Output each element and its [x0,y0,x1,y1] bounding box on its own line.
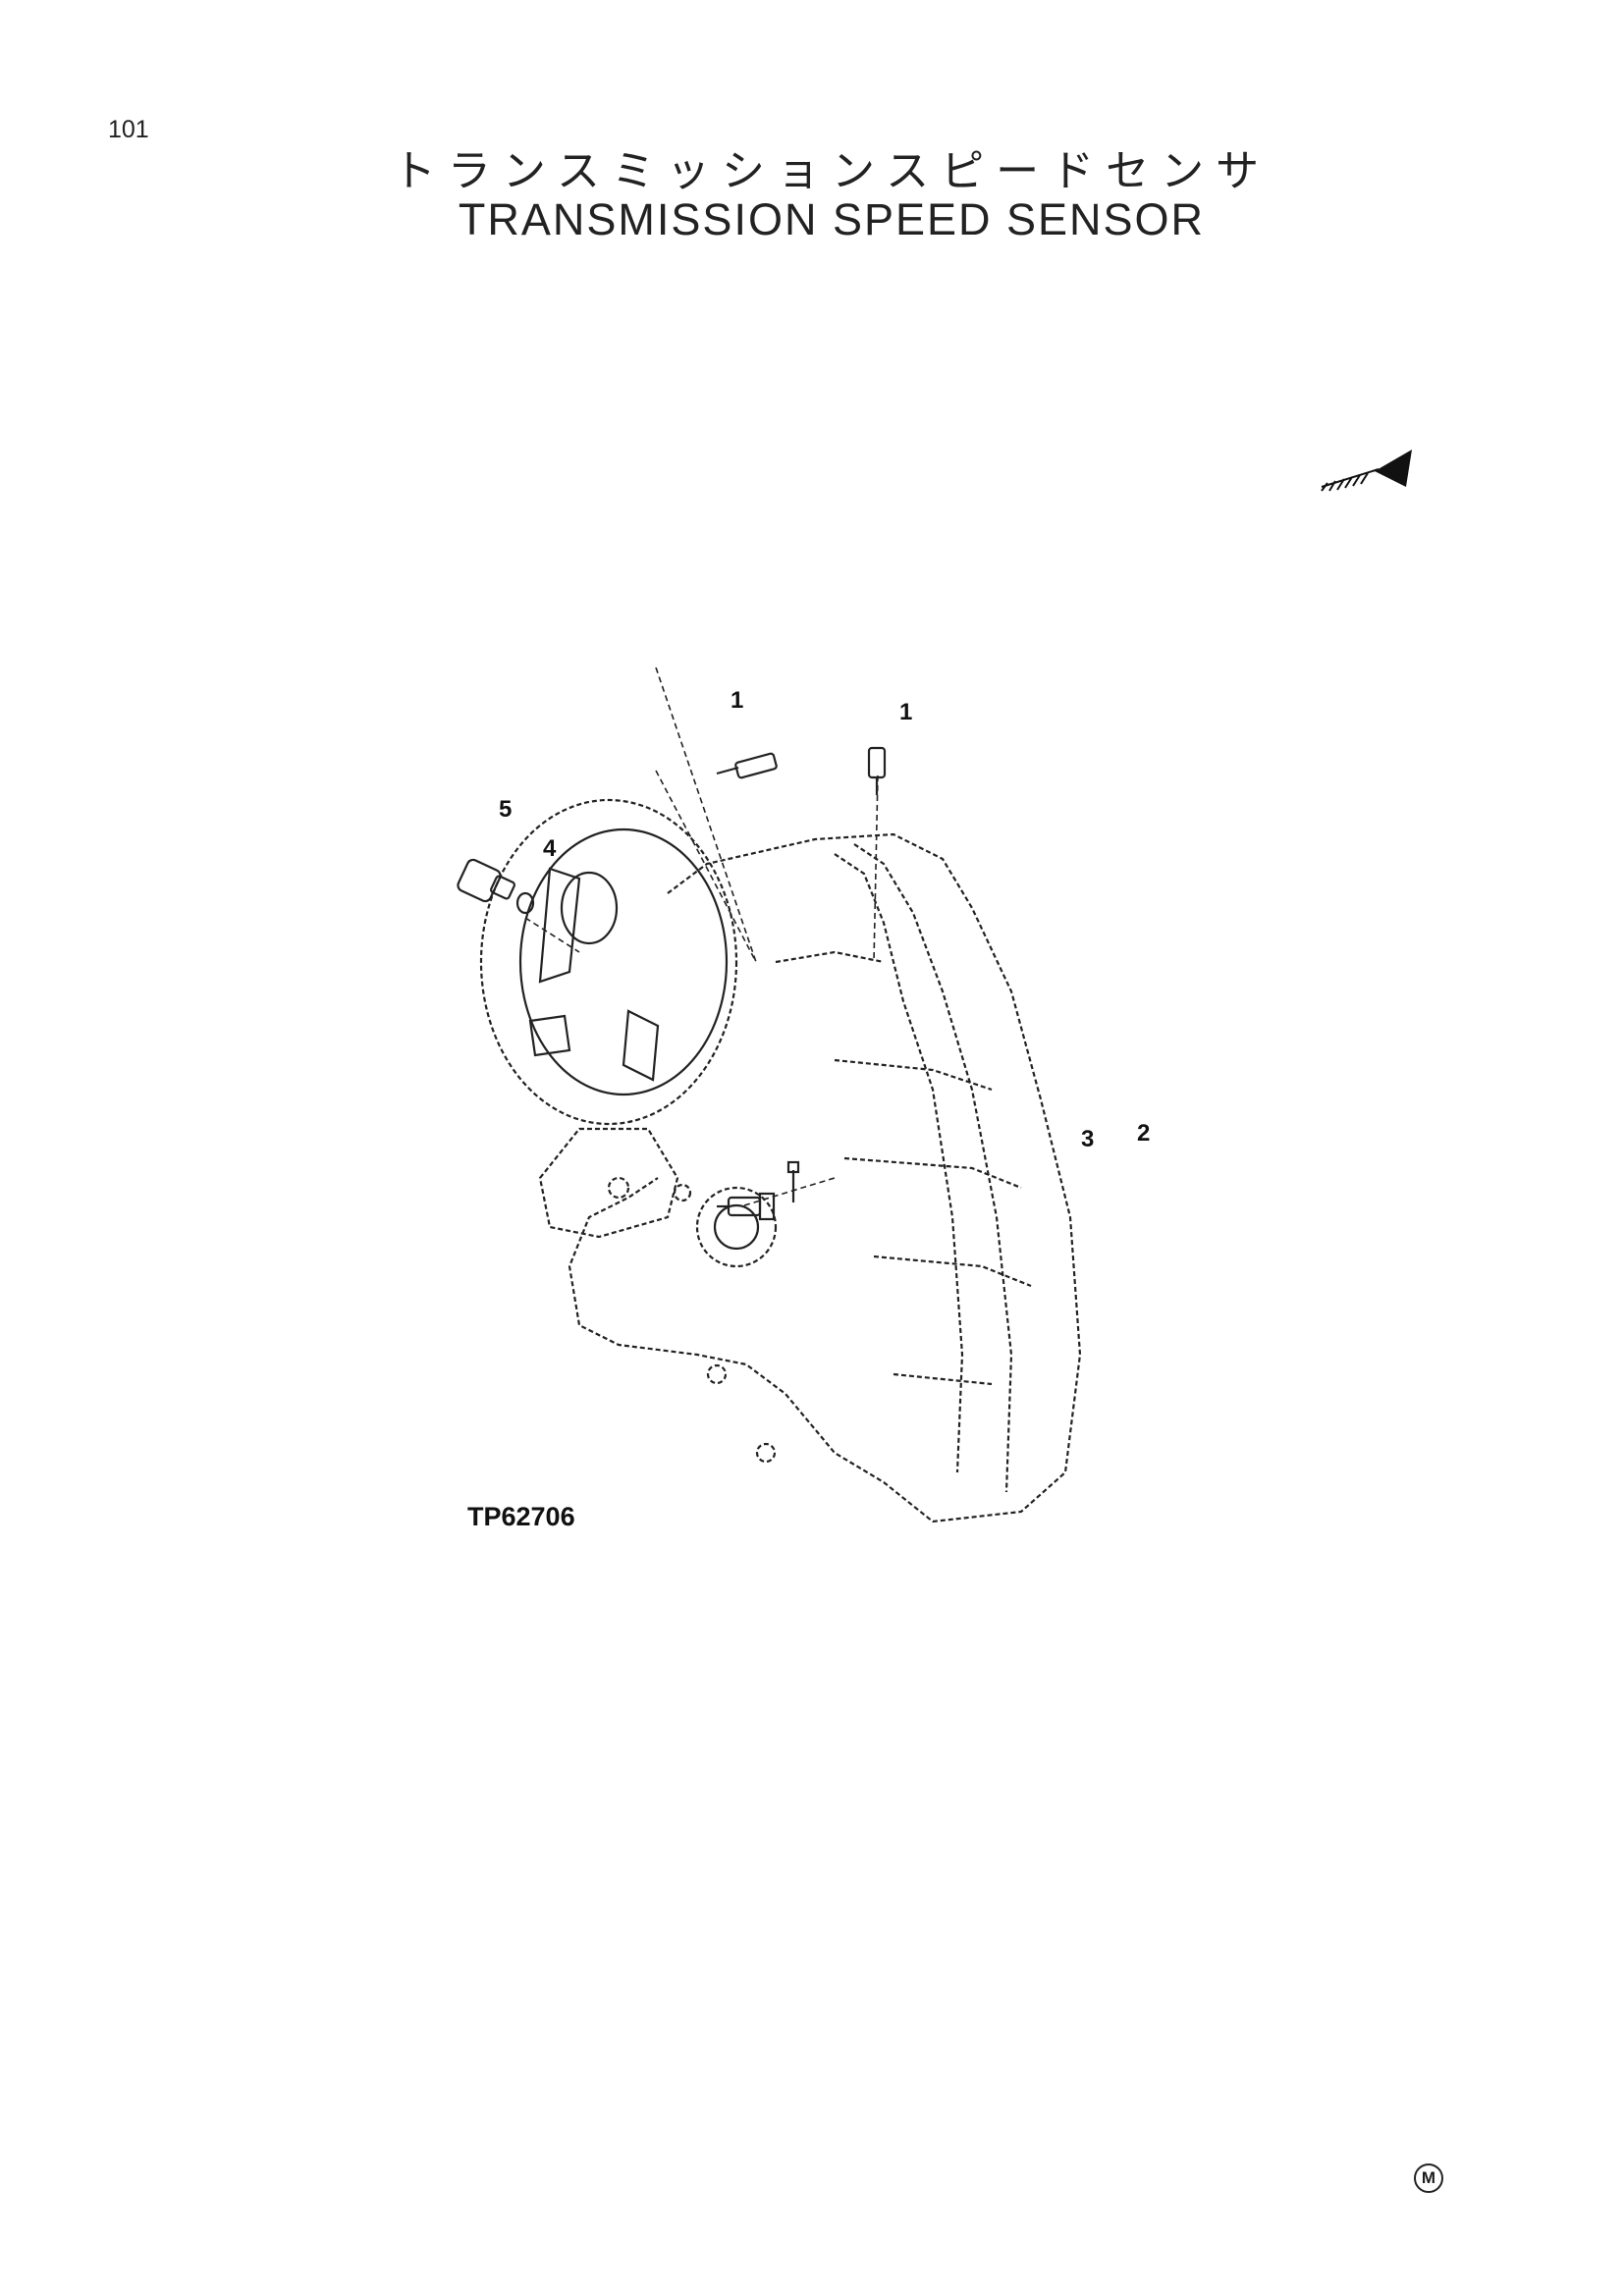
callout-3: 3 [1081,1126,1095,1152]
o-ring-part-4 [515,891,535,915]
callout-1-right: 1 [899,699,913,725]
leader-lines [524,667,879,1206]
bell-housing [479,798,738,1126]
figure-code: TP62706 [467,1502,575,1531]
speed-sensor-1-right [867,746,887,795]
callout-4: 4 [543,835,557,862]
registered-mark-icon: M [1414,2163,1443,2193]
page-title-japanese: トランスミッションスピードセンサ [392,146,1272,196]
speed-sensor-part-3 [717,1192,776,1221]
page-number: 101 [108,116,149,143]
output-gear [695,1186,778,1268]
callout-5: 5 [499,796,513,823]
forward-arrow-icon [1321,450,1412,492]
speed-sensor-1-left [716,752,778,779]
bolt-part-2 [786,1160,800,1202]
callout-1-left: 1 [731,687,744,714]
transmission-diagram [457,667,1082,1523]
callout-2: 2 [1137,1120,1151,1147]
plug-part-5 [457,858,515,903]
lower-flange [538,1127,777,1464]
page-title-english: TRANSMISSION SPEED SENSOR [458,194,1206,244]
transmission-housing [568,832,1082,1523]
